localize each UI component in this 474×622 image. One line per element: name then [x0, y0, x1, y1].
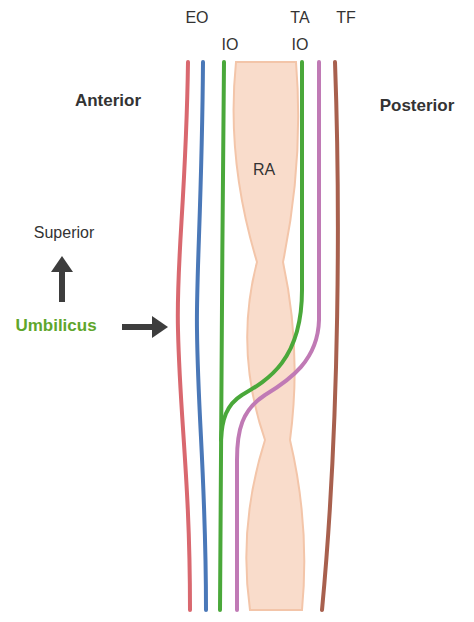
layer-label: EO — [185, 8, 208, 27]
up-arrow-head — [51, 256, 73, 272]
direction-label: Posterior — [380, 96, 455, 116]
direction-label: Anterior — [75, 91, 141, 111]
right-arrow-head — [152, 316, 168, 338]
direction-label: Superior — [34, 223, 94, 242]
muscle-label: RA — [253, 161, 275, 178]
io-anterior-line — [220, 62, 224, 610]
fascia-line — [178, 62, 190, 610]
io-posterior-line — [221, 62, 302, 440]
eo-aponeurosis-line — [197, 62, 206, 610]
right-arrow — [122, 324, 155, 330]
up-arrow — [59, 268, 65, 302]
layer-label: IO — [292, 35, 309, 54]
muscle-band: RA — [249, 159, 279, 181]
layer-label: TF — [336, 8, 356, 27]
layer-label: TA — [290, 8, 309, 27]
layer-label: IO — [222, 35, 239, 54]
transversalis-fascia-line — [322, 62, 338, 610]
ta-aponeurosis-line — [237, 62, 319, 610]
landmark-label: Umbilicus — [15, 316, 96, 336]
